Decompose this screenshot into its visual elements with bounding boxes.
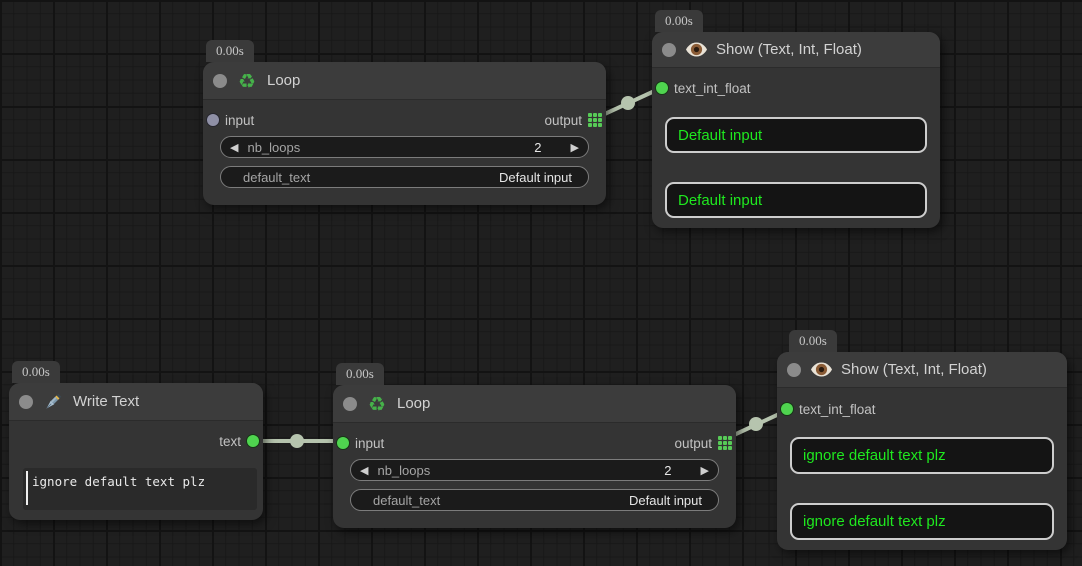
widget-label: nb_loops [377, 462, 431, 478]
node-write-text[interactable]: 0.00s Write Text text [9, 361, 263, 520]
recycle-icon: ♻ [238, 68, 256, 93]
link-midpoint-dot[interactable] [749, 417, 763, 431]
increment-arrow-icon[interactable]: ▶ [700, 463, 709, 477]
exec-time-badge: 0.00s [206, 40, 254, 62]
input-slot-dot[interactable] [781, 403, 793, 415]
node-show-top[interactable]: 0.00s Show (Text, Int, Float) text_int_f… [652, 10, 940, 228]
recycle-icon: ♻ [368, 391, 386, 416]
exec-time-badge: 0.00s [789, 330, 837, 352]
widget-label: default_text [243, 169, 311, 185]
widget-label: default_text [373, 492, 441, 508]
decrement-arrow-icon[interactable]: ◀ [230, 140, 239, 154]
collapse-dot[interactable] [213, 73, 227, 88]
output-slot[interactable]: text [219, 434, 259, 449]
collapse-dot[interactable] [787, 362, 801, 377]
default-text-widget[interactable]: default_text Default input [350, 489, 719, 511]
input-slot-dot[interactable] [656, 82, 668, 94]
node-titlebar[interactable]: Write Text [9, 383, 263, 421]
node-titlebar[interactable]: ♻ Loop [333, 385, 736, 423]
exec-time-badge: 0.00s [336, 363, 384, 385]
exec-time-badge: 0.00s [12, 361, 60, 383]
input-slot-label: input [355, 435, 385, 451]
textarea-value: ignore default text plz [32, 474, 206, 489]
collapse-dot[interactable] [662, 42, 676, 57]
output-slot-label: text [219, 433, 241, 449]
node-titlebar[interactable]: ♻ Loop [203, 62, 606, 100]
display-text-box[interactable]: ignore default text plz [790, 437, 1054, 474]
text-cursor [26, 471, 28, 505]
grid-output-icon[interactable] [588, 113, 602, 127]
node-title: Loop [267, 72, 301, 89]
exec-time-badge: 0.00s [655, 10, 703, 32]
widget-label: nb_loops [247, 139, 301, 155]
output-slot-dot[interactable] [247, 435, 259, 447]
input-slot[interactable]: input [337, 436, 384, 451]
text-input-area[interactable]: ignore default text plz [23, 468, 257, 510]
widget-value: Default input [499, 169, 572, 185]
nb-loops-stepper[interactable]: ◀ nb_loops 2 ▶ [220, 136, 589, 158]
output-slot-label: output [674, 435, 712, 451]
increment-arrow-icon[interactable]: ▶ [570, 140, 579, 154]
input-slot[interactable]: text_int_float [656, 81, 751, 96]
output-slot[interactable]: output [544, 113, 602, 128]
input-slot-label: text_int_float [674, 80, 751, 96]
eye-icon [685, 39, 707, 61]
output-slot-label: output [544, 112, 582, 128]
input-slot-dot[interactable] [337, 437, 349, 449]
node-show-bottom[interactable]: 0.00s Show (Text, Int, Float) text_int_f… [777, 330, 1067, 550]
input-slot-label: input [225, 112, 255, 128]
node-title: Loop [397, 395, 431, 412]
input-slot[interactable]: text_int_float [781, 402, 876, 417]
display-text-box[interactable]: ignore default text plz [790, 503, 1054, 540]
widget-value: 2 [664, 462, 672, 478]
display-text-box[interactable]: Default input [665, 117, 927, 153]
link-midpoint-dot[interactable] [290, 434, 304, 448]
node-loop-bottom[interactable]: 0.00s ♻ Loop input output [333, 363, 736, 528]
node-title: Show (Text, Int, Float) [841, 361, 987, 378]
nb-loops-stepper[interactable]: ◀ nb_loops 2 ▶ [350, 459, 719, 481]
input-slot-label: text_int_float [799, 401, 876, 417]
collapse-dot[interactable] [343, 396, 357, 411]
collapse-dot[interactable] [19, 394, 33, 409]
eye-icon [810, 359, 832, 381]
node-titlebar[interactable]: Show (Text, Int, Float) [777, 352, 1067, 388]
output-slot[interactable]: output [674, 436, 732, 451]
input-slot-dot[interactable] [207, 114, 219, 126]
node-title: Write Text [73, 393, 140, 410]
widget-value: 2 [534, 139, 542, 155]
decrement-arrow-icon[interactable]: ◀ [360, 463, 369, 477]
widget-value: Default input [629, 492, 702, 508]
grid-output-icon[interactable] [718, 436, 732, 450]
pen-icon [42, 391, 64, 413]
link-midpoint-dot[interactable] [621, 96, 635, 110]
node-loop-top[interactable]: 0.00s ♻ Loop input output [203, 40, 606, 205]
node-title: Show (Text, Int, Float) [716, 41, 862, 58]
display-text-box[interactable]: Default input [665, 182, 927, 218]
node-titlebar[interactable]: Show (Text, Int, Float) [652, 32, 940, 68]
input-slot[interactable]: input [207, 113, 254, 128]
default-text-widget[interactable]: default_text Default input [220, 166, 589, 188]
